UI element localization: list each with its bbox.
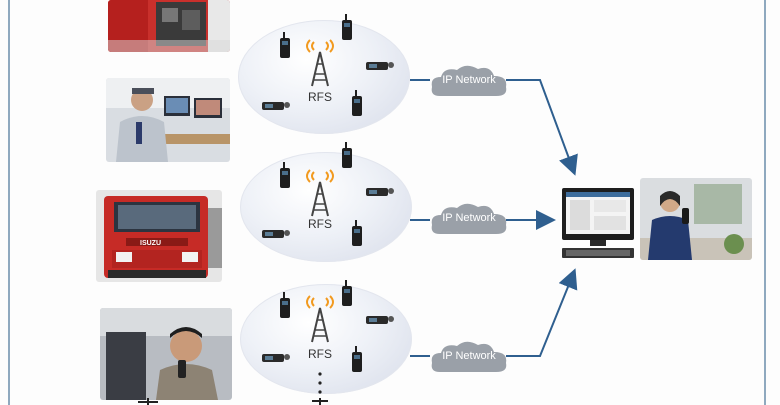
mobile-radio-icon xyxy=(262,354,290,362)
mobile-radio-icon xyxy=(366,188,394,196)
mobile-radio-icon xyxy=(262,230,290,238)
rfs-label-2: RFS xyxy=(308,217,332,231)
photo-dispatcher xyxy=(640,178,752,260)
photo-radio-operator xyxy=(100,308,232,400)
continuation-dot xyxy=(318,381,322,385)
photo-dispatch-officer xyxy=(106,78,230,162)
tower-icon xyxy=(306,39,334,87)
svg-text:ISUZU: ISUZU xyxy=(140,240,161,247)
mobile-radio-icon xyxy=(366,62,394,70)
frame-right-border xyxy=(764,0,766,405)
frame-left-border xyxy=(8,0,10,405)
photo-fire-truck: ISUZU xyxy=(96,190,222,282)
radio-icon xyxy=(342,142,352,168)
ip-network-label-1: IP Network xyxy=(442,74,496,86)
radio-icon xyxy=(280,292,290,318)
radio-icon xyxy=(280,32,290,58)
radio-icon xyxy=(352,220,362,246)
rfs-label-3: RFS xyxy=(308,347,332,361)
radio-icon xyxy=(342,14,352,40)
rfs-label-1: RFS xyxy=(308,90,332,104)
photo-fire-truck-equipment xyxy=(108,0,230,52)
radio-icon xyxy=(342,280,352,306)
radio-icon xyxy=(352,346,362,372)
ip-network-label-3: IP Network xyxy=(442,350,496,362)
continuation-dot xyxy=(318,390,322,394)
ip-network-label-2: IP Network xyxy=(442,212,496,224)
mobile-radio-icon xyxy=(366,316,394,324)
continuation-mark-left xyxy=(138,398,158,405)
tower-icon xyxy=(306,295,334,343)
arrow-to-dispatch-1 xyxy=(506,79,578,176)
radio-icon xyxy=(280,162,290,188)
arrow-to-dispatch-3 xyxy=(506,268,578,357)
mobile-radio-icon xyxy=(262,102,290,110)
radio-icon xyxy=(352,90,362,116)
radio-group-ellipse-1 xyxy=(238,20,410,134)
continuation-dot xyxy=(318,372,322,376)
tower-icon xyxy=(306,169,334,217)
radio-group-ellipse-3 xyxy=(240,284,412,394)
continuation-mark xyxy=(312,398,328,405)
computer-icon xyxy=(562,188,634,258)
